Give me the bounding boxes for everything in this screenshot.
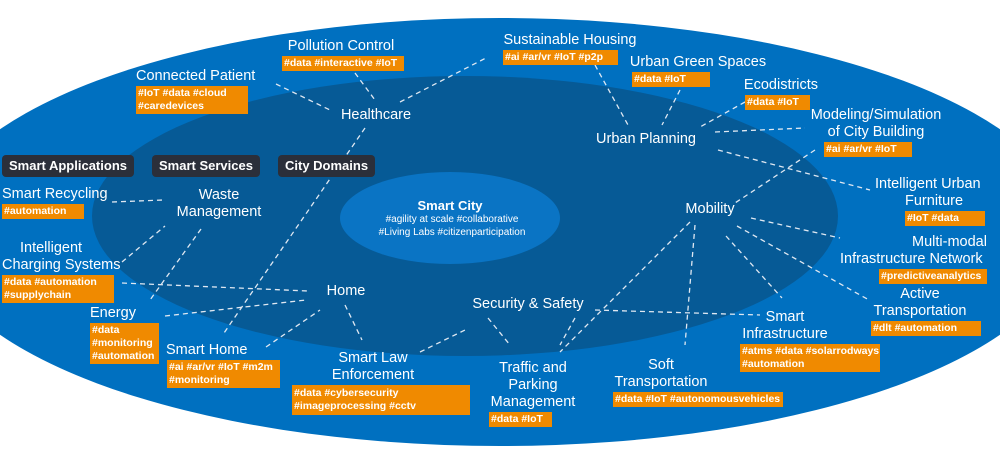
tags-active-transportation: #dlt #automation <box>871 321 981 336</box>
tags-urban-green-spaces: #data #IoT <box>632 72 710 87</box>
service-energy: Energy <box>90 305 136 321</box>
core-title: Smart City <box>417 198 483 213</box>
service-smart-home: Smart Home <box>166 342 248 358</box>
domain-healthcare: Healthcare <box>340 107 412 123</box>
domain-urban-planning: Urban Planning <box>596 131 696 147</box>
pill-smart-applications: Smart Applications <box>2 155 134 177</box>
core-tags: #agility at scale #collaborative#Living … <box>378 214 526 238</box>
tags-smart-law-enforcement: #data #cybersecurity#imageprocessing #cc… <box>292 385 470 415</box>
tags-intelligent-charging: #data #automation#supplychain <box>2 275 114 303</box>
pill-smart-services: Smart Services <box>152 155 260 177</box>
tags-smart-home: #ai #ar/vr #IoT #m2m#monitoring <box>167 360 280 388</box>
tags-smart-recycling: #automation <box>2 204 84 219</box>
service-pollution-control: Pollution Control <box>287 38 395 54</box>
tags-energy: #data#monitoring#automation <box>90 323 159 364</box>
service-smart-recycling: Smart Recycling <box>2 186 108 202</box>
tags-ecodistricts: #data #IoT <box>745 95 810 110</box>
service-urban-green-spaces: Urban Green Spaces <box>629 54 767 70</box>
pill-city-domains: City Domains <box>278 155 376 177</box>
service-ecodistricts: Ecodistricts <box>743 77 819 93</box>
tags-connected-patient: #IoT #data #cloud#caredevices <box>136 86 248 114</box>
service-sustainable-housing: Sustainable Housing <box>503 32 637 48</box>
domain-home: Home <box>326 283 366 299</box>
domain-mobility: Mobility <box>685 201 735 217</box>
tags-smart-infrastructure: #atms #data #solarrodways#automation <box>740 344 880 372</box>
tags-soft-transportation: #data #IoT #autonomousvehicles <box>613 392 783 407</box>
service-connected-patient: Connected Patient <box>136 68 256 84</box>
tags-intelligent-urban-furniture: #IoT #data <box>905 211 985 226</box>
tags-traffic-parking: #data #IoT <box>489 412 552 427</box>
connector-lines <box>111 57 871 353</box>
core-ellipse <box>340 172 560 264</box>
tags-pollution-control: #data #interactive #IoT <box>282 56 404 71</box>
domain-security-safety: Security & Safety <box>472 296 584 312</box>
tags-sustainable-housing: #ai #ar/vr #IoT #p2p <box>503 50 618 65</box>
tags-modeling-simulation: #ai #ar/vr #IoT <box>824 142 912 157</box>
tags-multimodal-infrastructure: #predictiveanalytics <box>879 269 987 284</box>
